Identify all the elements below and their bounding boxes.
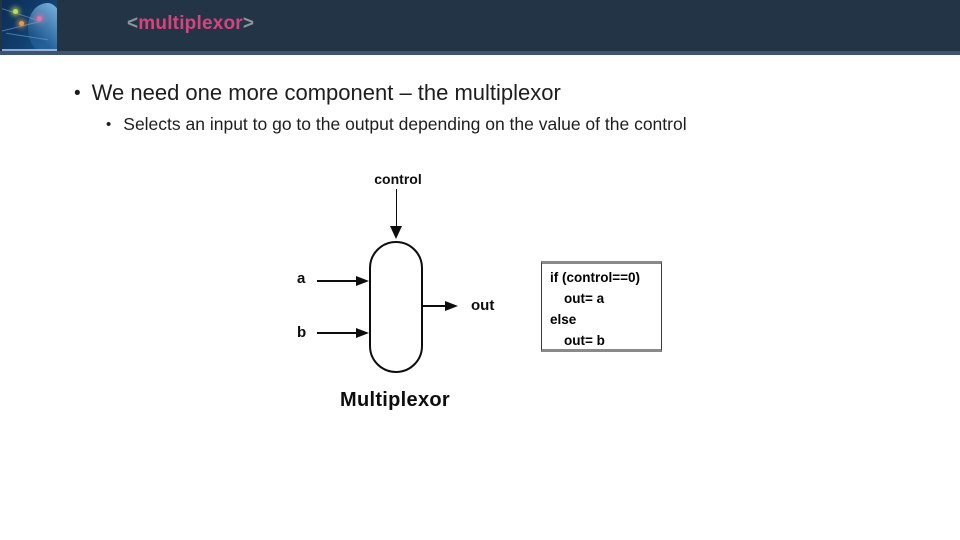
- bullet-marker: •: [106, 116, 112, 133]
- output-arrowhead-icon: [445, 301, 458, 311]
- bullet-text: We need one more component – the multipl…: [91, 80, 561, 105]
- logo-image: [2, 0, 57, 51]
- title-open-bracket: <: [127, 13, 139, 34]
- code-line: out= b: [564, 333, 605, 348]
- input-a-arrow-line: [317, 280, 357, 282]
- logo-glow-dot: [37, 16, 42, 21]
- input-b-arrow-line: [317, 332, 357, 334]
- header-bar: [0, 0, 960, 51]
- code-line: out= a: [564, 291, 605, 306]
- logo-face-silhouette: [28, 3, 57, 51]
- slide-title: <multiplexor>: [127, 13, 254, 35]
- input-a-arrowhead-icon: [356, 276, 369, 286]
- control-arrowhead-icon: [390, 226, 402, 239]
- input-a-label: a: [297, 270, 306, 287]
- header-accent-line: [0, 51, 960, 55]
- title-close-bracket: >: [242, 13, 255, 34]
- input-b-arrowhead-icon: [356, 328, 369, 338]
- control-arrow-line: [396, 189, 397, 227]
- logo-base-strip: [2, 49, 57, 51]
- control-label: control: [374, 171, 422, 187]
- code-line: if (control==0): [550, 270, 641, 285]
- input-b-label: b: [297, 324, 307, 341]
- logo-glow-dot: [19, 21, 24, 26]
- bullet-item-level1: • We need one more component – the multi…: [74, 80, 561, 108]
- output-label: out: [471, 297, 495, 314]
- bullet-item-level2: • Selects an input to go to the output d…: [106, 114, 687, 136]
- diagram-caption: Multiplexor: [340, 389, 450, 411]
- code-line: else: [550, 312, 577, 327]
- title-word: multiplexor: [138, 13, 243, 34]
- logo-glow-dot: [13, 9, 18, 14]
- output-arrow-line: [422, 305, 446, 307]
- mux-body-shape: [369, 241, 423, 373]
- bullet-text: Selects an input to go to the output dep…: [123, 114, 687, 134]
- pseudocode-box: if (control==0) out= a else out= b: [541, 261, 662, 352]
- bullet-marker: •: [74, 83, 81, 104]
